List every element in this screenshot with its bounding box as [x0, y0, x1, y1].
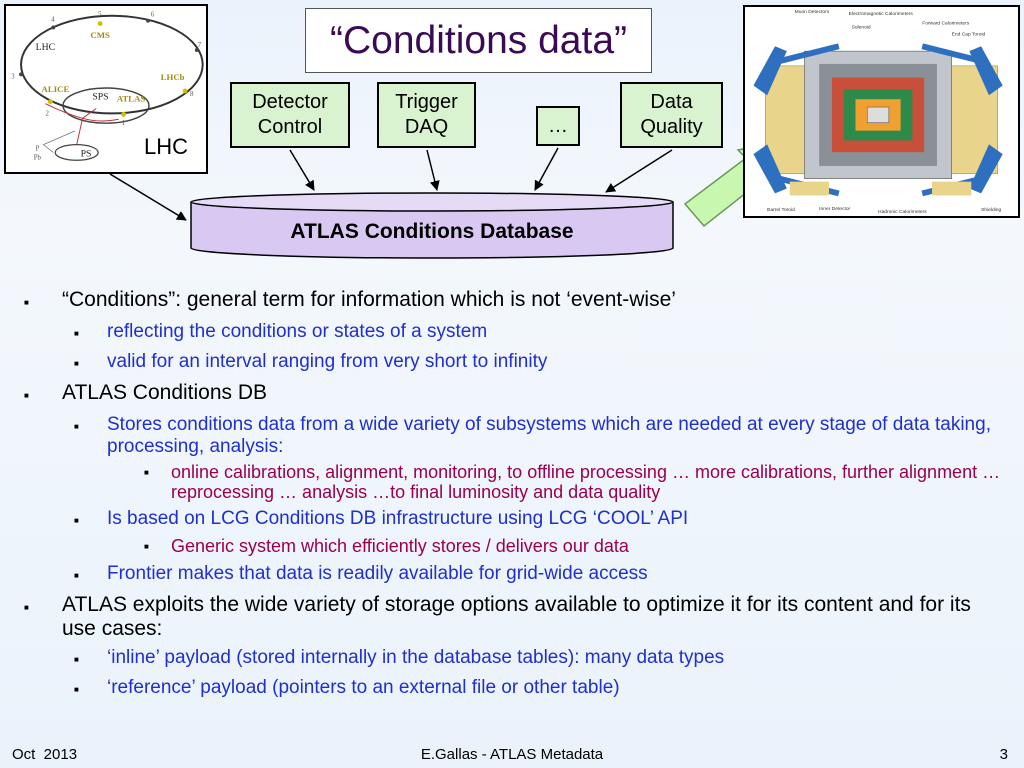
footer-date: Oct 2013: [12, 746, 78, 763]
point-7-label: 7: [198, 42, 202, 49]
bullet-lcg-cool: ■ Is based on LCG Conditions DB infrastr…: [20, 508, 1010, 532]
ps-label: PS: [81, 148, 92, 159]
em-calorimeters-label: Electromagnetic Calorimeters: [849, 11, 914, 17]
bullet-marker: ■: [74, 359, 79, 368]
lhc-ring-diagram: LHC CMS ALICE LHCb SPS ATLAS PS P Pb 1 2…: [11, 11, 204, 161]
bullet-marker: ■: [74, 329, 79, 338]
bullet-text: ATLAS Conditions DB: [62, 381, 268, 404]
bullet-marker: ■: [144, 468, 149, 477]
muon-detectors-label: Muon Detectors: [795, 9, 830, 15]
atlas-label: ATLAS: [117, 94, 146, 104]
inner-detector-label: Inner Detector: [819, 206, 850, 212]
cms-label: CMS: [90, 30, 110, 40]
sps-label: SPS: [92, 92, 108, 103]
bullet-inline-payload: ■ ‘inline’ payload (stored internally in…: [20, 647, 1010, 671]
bullet-list: ■ “Conditions”: general term for informa…: [20, 282, 1010, 701]
lhc-caption: LHC: [144, 134, 189, 159]
bullet-reflecting-conditions: ■ reflecting the conditions or states of…: [20, 321, 1010, 345]
title-box: “Conditions data”: [305, 8, 652, 73]
forward-calorimeters-label: Forward Calorimeters: [922, 21, 970, 27]
bullet-frontier: ■ Frontier makes that data is readily av…: [20, 563, 1010, 587]
database-cylinder: [190, 192, 674, 259]
bullet-text: “Conditions”: general term for informati…: [62, 288, 676, 311]
lhc-ring-label: LHC: [36, 42, 56, 53]
point-5-label: 5: [98, 11, 102, 18]
atlas-detector-diagram: Muon Detectors Electromagnetic Calorimet…: [753, 9, 1003, 215]
bullet-text: Stores conditions data from a wide varie…: [107, 414, 991, 457]
bullet-storage-options: ■ ATLAS exploits the wide variety of sto…: [20, 593, 1010, 641]
bullet-text: reflecting the conditions or states of a…: [107, 321, 488, 342]
detector-control-box: Detector Control: [230, 82, 350, 148]
point-4-label: 4: [51, 17, 55, 24]
bullet-text: ‘inline’ payload (stored internally in t…: [107, 647, 725, 668]
page-title: “Conditions data”: [330, 18, 627, 62]
point-1-label: 1: [122, 120, 125, 127]
trigger-daq-box: Trigger DAQ: [377, 82, 476, 148]
page-number: 3: [999, 746, 1008, 763]
lhc-ring-figure: LHC CMS ALICE LHCb SPS ATLAS PS P Pb 1 2…: [4, 4, 208, 174]
atlas-detector-figure: Muon Detectors Electromagnetic Calorimet…: [743, 5, 1020, 218]
bullet-marker: ■: [74, 516, 79, 525]
point-6-label: 6: [151, 12, 155, 19]
alice-label: ALICE: [42, 84, 70, 94]
hadronic-calorimeters-label: Hadronic Calorimeters: [878, 209, 927, 215]
dq-to-db-arrow: [605, 149, 673, 193]
bullet-marker: ■: [74, 655, 79, 664]
bullet-stores-conditions: ■ Stores conditions data from a wide var…: [20, 414, 1010, 458]
bullet-atlas-conditions-db: ■ ATLAS Conditions DB: [20, 381, 1010, 408]
lhc-to-db-arrow: [109, 173, 187, 221]
bullet-text: ATLAS exploits the wide variety of stora…: [62, 593, 971, 640]
database-label: ATLAS Conditions Database: [290, 220, 574, 243]
point-3-label: 3: [11, 73, 15, 80]
barrel-toroid-label: Barrel Toroid: [767, 207, 795, 213]
bullet-text: valid for an interval ranging from very …: [107, 351, 548, 372]
bullet-marker: ■: [74, 571, 79, 580]
endcap-toroid-label: End Cap Toroid: [952, 31, 986, 37]
bullet-text: Is based on LCG Conditions DB infrastruc…: [107, 508, 689, 529]
ellipsis-to-db-arrow: [534, 147, 559, 191]
bullet-marker: ■: [24, 603, 29, 612]
detector-to-db-arrow: [289, 149, 315, 191]
ellipsis-box: …: [536, 106, 580, 146]
footer-title: E.Gallas - ATLAS Metadata: [420, 746, 604, 763]
lhcb-label: LHCb: [161, 72, 185, 82]
bullet-marker: ■: [24, 391, 29, 400]
bullet-marker: ■: [24, 298, 29, 307]
bullet-marker: ■: [74, 685, 79, 694]
bullet-conditions-definition: ■ “Conditions”: general term for informa…: [20, 288, 1010, 315]
bullet-generic-system: ■ Generic system which efficiently store…: [20, 536, 1010, 557]
solenoid-label: Solenoid: [852, 25, 871, 31]
bullet-valid-interval: ■ valid for an interval ranging from ver…: [20, 351, 1010, 375]
bullet-online-calibrations: ■ online calibrations, alignment, monito…: [20, 462, 1010, 502]
point-8-label: 8: [190, 91, 194, 98]
data-quality-box: Data Quality: [620, 82, 723, 148]
bullet-marker: ■: [74, 422, 79, 431]
bullet-text: Generic system which efficiently stores …: [171, 536, 629, 556]
conditions-database: ATLAS Conditions Database: [190, 192, 674, 260]
lead-label: Pb: [34, 154, 42, 161]
bullet-text: Frontier makes that data is readily avai…: [107, 563, 648, 584]
trigger-to-db-arrow: [426, 149, 440, 191]
bullet-text: ‘reference’ payload (pointers to an exte…: [107, 677, 620, 698]
shielding-label: Shielding: [981, 207, 1001, 213]
proton-label: P: [36, 146, 40, 153]
point-2-label: 2: [45, 110, 49, 117]
bullet-reference-payload: ■ ‘reference’ payload (pointers to an ex…: [20, 677, 1010, 701]
bullet-marker: ■: [144, 542, 149, 551]
bullet-text: online calibrations, alignment, monitori…: [171, 462, 1001, 502]
